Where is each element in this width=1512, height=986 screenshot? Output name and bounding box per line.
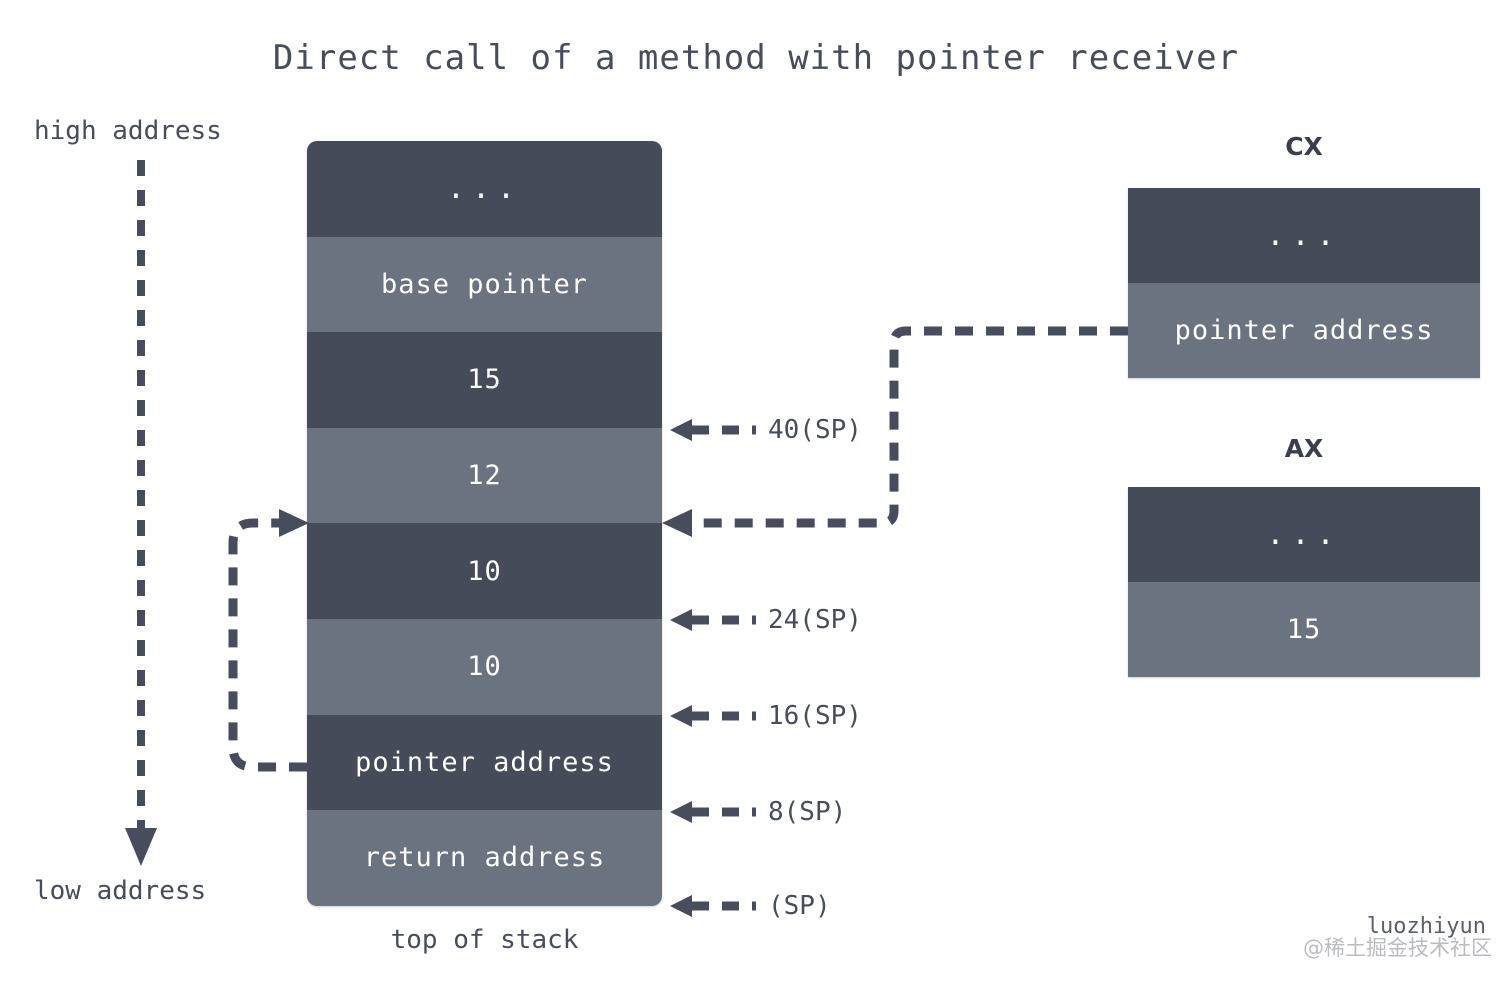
watermark-author: luozhiyun	[1366, 914, 1486, 939]
register-ax-cell-value-15: 15	[1128, 582, 1480, 677]
high-address-label: high address	[34, 116, 222, 146]
stack-cell-return-address: return address	[307, 810, 662, 906]
sp-marker-0: (SP)	[668, 891, 831, 921]
sp-marker-16: 16(SP)	[668, 701, 862, 731]
top-of-stack-label: top of stack	[390, 925, 579, 955]
stack-cell-base-pointer: base pointer	[307, 236, 662, 333]
register-ax-box: ... 15	[1128, 487, 1480, 677]
sp-marker-40: 40(SP)	[668, 415, 862, 445]
sp-marker-24-label: 24(SP)	[768, 605, 862, 635]
register-cx-title: CX	[1285, 132, 1323, 161]
stack-cell-value-10-upper: 10	[307, 523, 662, 619]
sp-marker-8: 8(SP)	[668, 797, 846, 827]
stack-frame: ... base pointer 15 12 10 10 pointer add…	[307, 141, 662, 906]
register-cx-box: ... pointer address	[1128, 188, 1480, 378]
stack-cell-value-12: 12	[307, 427, 662, 524]
low-address-label: low address	[34, 876, 207, 906]
stack-cell-value-10-lower: 10	[307, 618, 662, 715]
sp-marker-24: 24(SP)	[668, 605, 862, 635]
stack-cell-pointer-address: pointer address	[307, 714, 662, 811]
watermark: luozhiyun @稀土掘金技术社区	[1266, 914, 1496, 976]
register-ax-cell-ellipsis: ...	[1128, 487, 1480, 582]
dashed-left-arrow-icon	[670, 609, 756, 631]
register-ax-title: AX	[1284, 434, 1324, 463]
dashed-down-arrow-icon	[125, 160, 157, 866]
watermark-community: @稀土掘金技术社区	[1303, 936, 1492, 960]
sp-marker-40-label: 40(SP)	[768, 415, 862, 445]
register-cx-cell-pointer-address: pointer address	[1128, 283, 1480, 378]
page-title: Direct call of a method with pointer rec…	[272, 38, 1240, 78]
register-cx-cell-ellipsis: ...	[1128, 188, 1480, 283]
sp-marker-0-label: (SP)	[768, 891, 831, 921]
dashed-left-arrow-icon	[670, 419, 756, 441]
dashed-left-arrow-icon	[670, 801, 756, 823]
sp-marker-8-label: 8(SP)	[768, 797, 847, 827]
sp-marker-16-label: 16(SP)	[768, 701, 862, 731]
dashed-left-arrow-icon	[670, 895, 756, 917]
stack-cell-value-15: 15	[307, 332, 662, 428]
dashed-left-arrow-icon	[670, 705, 756, 727]
stack-cell-ellipsis-top: ...	[307, 141, 662, 237]
